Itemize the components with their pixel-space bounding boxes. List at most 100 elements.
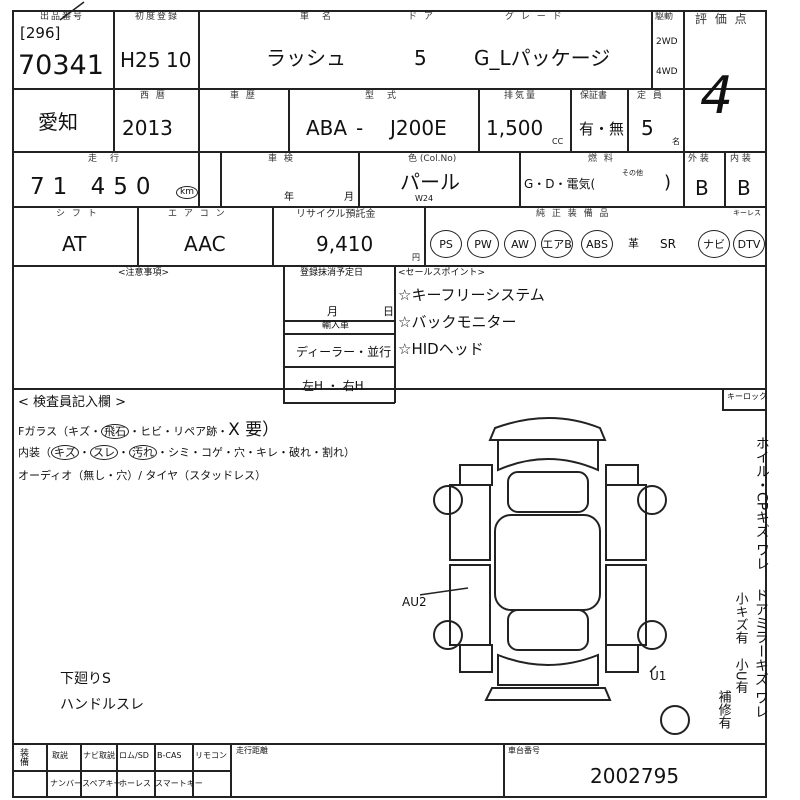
- chassis-number: 2002795: [590, 764, 680, 788]
- selling-label: <セールスポイント>: [398, 268, 486, 278]
- footer-mileage-note: 走行距離: [236, 746, 268, 755]
- equip-sunroof: SR: [660, 237, 676, 251]
- footer-item-smartkey: スマートキー: [155, 779, 203, 788]
- footer-equip-label: 装備: [18, 748, 28, 766]
- frame-top: [12, 10, 767, 12]
- lot-label: 出品番号: [40, 12, 85, 22]
- carname-label: 車 名: [300, 12, 334, 22]
- grade-value: G_Lパッケージ: [474, 46, 611, 70]
- side-note-4: 小U有: [732, 658, 748, 694]
- drive-4wd: 4WD: [656, 67, 678, 77]
- note-handle: ハンドルスレ: [60, 697, 144, 713]
- rule-row3: [12, 151, 767, 153]
- keylock-label: キーロック: [727, 392, 767, 401]
- fuel-options: G・D・電気(: [524, 177, 596, 191]
- shaken-label: 車 歴: [230, 91, 257, 101]
- mileage-unit: km: [176, 186, 198, 199]
- chassis-label: 車台番号: [508, 746, 540, 755]
- left-front-door: [449, 484, 491, 561]
- reg-label: 初度登録: [135, 12, 180, 22]
- syaken-label: 車 検: [268, 154, 295, 164]
- regdate-label: 登録抹消予定日: [300, 268, 364, 278]
- equip-dtv: DTV: [733, 230, 765, 258]
- right-rear-fender: [605, 644, 639, 673]
- score-value: 4: [700, 66, 734, 126]
- handle-value: 左H ・ 右H: [302, 379, 364, 393]
- left-rear-fender: [459, 644, 493, 673]
- year-value: 2013: [122, 116, 173, 140]
- side-note-1: ホイル・CPキズ ワレ: [753, 436, 770, 571]
- syaken-month-unit: 月: [344, 192, 354, 203]
- equip-aw: AW: [504, 230, 536, 258]
- fuel-label: 燃 料: [588, 154, 615, 164]
- equip-airbag: エアB: [541, 230, 573, 258]
- car-name: ラッシュ: [266, 46, 346, 70]
- fuel-other: その他: [622, 169, 643, 177]
- mileage-value: 71 450: [30, 174, 159, 200]
- footer-item-number: ナンバー: [50, 779, 82, 788]
- ac-label: エ ア コ ン: [168, 209, 227, 219]
- recycle-label: リサイクル預託金: [296, 209, 376, 220]
- color-value: パール: [400, 170, 460, 194]
- exterior-label: 外 装: [688, 154, 709, 164]
- mark-u1: U1: [650, 669, 667, 683]
- inspection-title: < 検査員記入欄 >: [18, 395, 127, 410]
- year-label: 西 暦: [140, 91, 167, 101]
- recycle-value: 9,410: [316, 232, 374, 256]
- u1-pointer: [649, 665, 657, 673]
- footer-item-manual: 取説: [52, 751, 68, 760]
- selling-point-1: ☆キーフリーシステム: [398, 286, 545, 304]
- cc-unit: CC: [552, 137, 564, 146]
- exterior-value: B: [695, 176, 709, 200]
- roof: [494, 514, 601, 611]
- model-prefix: ABA: [306, 116, 348, 140]
- interior-label: 内 装: [730, 154, 751, 164]
- right-rear-wheel: [637, 620, 667, 650]
- score-label: 評 価 点: [695, 12, 749, 26]
- rule-footer: [12, 743, 767, 745]
- footer-item-bcas: B-CAS: [157, 751, 182, 760]
- keyless-label: キーレス: [733, 209, 761, 217]
- reg-value: H25: [120, 48, 161, 72]
- reg-month: 10: [166, 48, 192, 72]
- door-label: ド ア: [408, 12, 435, 22]
- interior-line: 内装（キズ・スレ・汚れ・シミ・コゲ・穴・キレ・破れ・割れ）: [18, 445, 355, 460]
- side-note-2: ドアミラーキズ ワレ: [752, 588, 769, 719]
- right-rear-door: [605, 564, 647, 646]
- spare-wheel: [660, 705, 690, 735]
- hood: [497, 440, 599, 472]
- right-front-wheel: [637, 485, 667, 515]
- side-note-3: 小キズ有: [732, 592, 748, 644]
- left-front-fender: [459, 464, 493, 486]
- left-front-wheel: [433, 485, 463, 515]
- drive-2wd: 2WD: [656, 37, 678, 47]
- rule-row2: [12, 88, 767, 90]
- regdate-day: 日: [383, 305, 394, 318]
- warranty-value: 有・無: [579, 120, 625, 138]
- note-underbody: 下廻りS: [60, 671, 111, 687]
- right-front-door: [605, 484, 647, 561]
- footer-item-hose: ホーレス: [119, 779, 151, 788]
- model-dash: -: [356, 116, 364, 140]
- pen-mark: [59, 1, 85, 21]
- au2-pointer: [420, 587, 469, 596]
- equip-label: 純 正 装 備 品: [536, 209, 611, 219]
- color-code: W24: [415, 194, 434, 203]
- regdate-month: 月: [327, 305, 338, 318]
- glass-line: Fガラス（キズ・飛石・ヒビ・リペア跡・X 要）: [18, 420, 280, 440]
- selling-point-2: ☆バックモニター: [398, 313, 517, 331]
- rear-window: [507, 609, 589, 651]
- frame-right: [765, 10, 767, 798]
- model-label: 型 式: [365, 91, 399, 101]
- syaken-year-unit: 年: [284, 192, 294, 203]
- recycle-unit: 円: [412, 253, 420, 262]
- audio-line: オーディオ（無し・穴）/ タイヤ（スタッドレス）: [18, 469, 267, 482]
- lot-number: 70341: [18, 50, 104, 81]
- cc-value: 1,500: [486, 116, 544, 140]
- rear-bumper: [484, 687, 612, 701]
- equip-leather: 革: [628, 237, 639, 250]
- mileage-label: 走 行: [88, 154, 122, 164]
- frame-bottom: [12, 796, 767, 798]
- model-code: J200E: [390, 116, 447, 140]
